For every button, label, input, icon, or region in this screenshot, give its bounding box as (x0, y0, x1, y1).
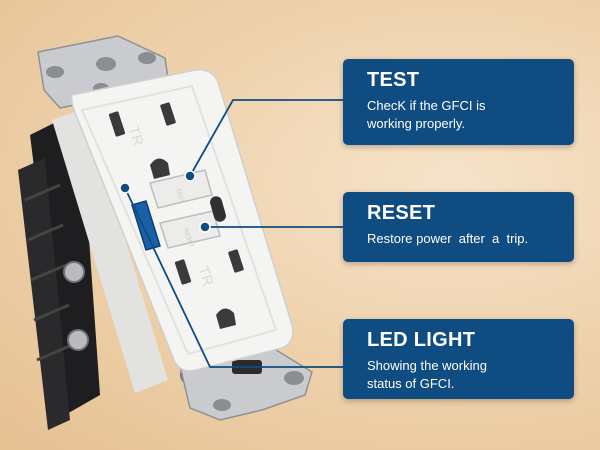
top-mounting-strap (37, 35, 169, 109)
reset-button-label: RESET (182, 228, 194, 249)
lower-receptacle (174, 249, 244, 329)
led-light-callout: LED LIGHT Showing the working status of … (343, 319, 574, 399)
led-light-callout-description: Showing the working status of GFCI. (367, 357, 567, 393)
leader-lines (124, 99, 343, 368)
led-leader-line (124, 187, 343, 368)
tr-marking-top: TR (124, 124, 146, 148)
reset-pointer-dot (199, 221, 211, 233)
test-callout-description: ChecK if the GFCI is working properly. (367, 97, 567, 133)
led-light-callout-title: LED LIGHT (367, 329, 476, 351)
reset-callout-description: Restore power after a trip. (367, 230, 567, 248)
test-callout-title: TEST (367, 69, 420, 91)
leader-dots (119, 170, 211, 233)
reset-callout-line-1: Restore power after a trip. (367, 231, 529, 246)
upper-receptacle (108, 102, 176, 179)
usb-ports (131, 196, 226, 251)
led-pointer-dot (119, 182, 131, 194)
outlet-markings: TR TR TEST RESET (124, 124, 216, 288)
outlet-side-wall (52, 108, 168, 393)
reset-callout: RESET Restore power after a trip. (343, 192, 574, 262)
reset-button (159, 210, 221, 249)
test-pointer-dot (184, 170, 196, 182)
reset-callout-title: RESET (367, 202, 436, 224)
test-button-label: TEST (174, 188, 185, 205)
tr-marking-bottom: TR (194, 264, 216, 288)
test-callout: TEST ChecK if the GFCI is working proper… (343, 59, 574, 145)
test-leader-line (189, 99, 343, 177)
led-light-callout-line-1: Showing the working (367, 358, 487, 373)
led-light-callout-line-2: status of GFCI. (367, 376, 455, 391)
test-callout-line-1: ChecK if the GFCI is (367, 98, 486, 113)
test-callout-line-2: working properly. (367, 116, 466, 131)
